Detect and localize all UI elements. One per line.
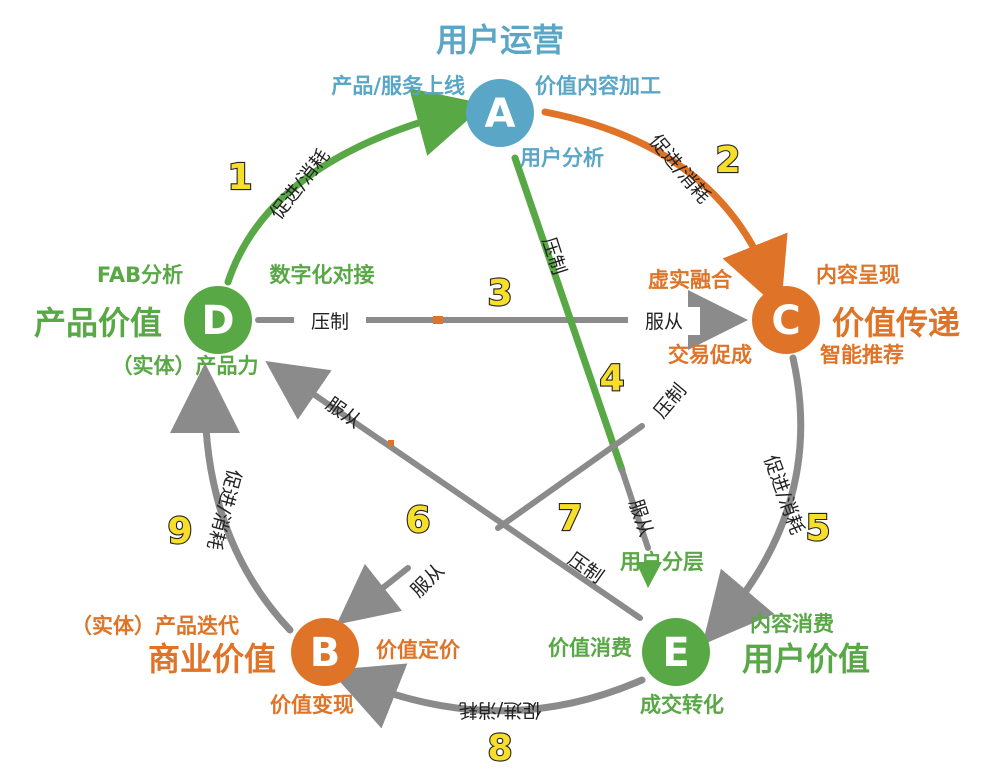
edge-3-label-suppress: 压制 [311,311,349,333]
node-c: C [752,286,820,354]
edge-number-8: 8 [487,728,512,769]
node-d-title: 产品价值 [34,304,162,342]
edge-number-3: 3 [487,273,512,314]
edge-3-label-bg [628,307,700,335]
node-d-tag-top-left: FAB分析 [97,263,183,287]
edge-4-label-suppress: 压制 [537,235,570,278]
node-d-letter: D [201,298,234,344]
edge-number-5: 5 [805,508,830,549]
node-c-title: 价值传递 [832,304,960,342]
edge-8-e-to-b [329,663,646,729]
node-a: A [466,79,534,147]
edge-2-a-to-c [541,108,788,311]
edge-4-a-to-e [511,154,626,474]
node-e-circle [642,618,710,686]
edge-1-d-to-a [224,88,486,286]
edge-9-label: 促进/消耗 [203,467,246,552]
edge-3-label-obey: 服从 [645,311,683,333]
node-e-tag-left: 价值消费 [548,636,632,660]
node-e-tag-bottom: 成交转化 [640,693,724,717]
node-e: E [642,618,710,686]
edge-1-label: 促进/消耗 [266,145,334,223]
edge-6-label-suppress: 压制 [650,380,691,423]
edge-7-e-to-d [265,361,643,621]
edge-8-label: 促进/消耗 [459,699,541,721]
node-e-tag-top-right: 内容消费 [750,612,834,636]
node-d-tag-bottom: （实体）产品力 [112,354,259,378]
node-b-circle [291,618,359,686]
node-d-circle [184,286,252,354]
edge-number-4: 4 [599,358,624,399]
edge-number-1: 1 [227,157,252,198]
node-d: D [184,286,252,354]
edge-6-c-to-b-lower [336,563,411,625]
node-c-tag-bottom-right: 智能推荐 [820,343,904,367]
node-b-title: 商业价值 [148,640,276,678]
node-a-tag-bottom: 用户分析 [520,146,604,170]
node-a-title: 用户运营 [436,21,564,59]
node-b-tag-right: 价值定价 [376,638,461,662]
node-a-tag-right: 价值内容加工 [535,74,661,98]
edge-number-9: 9 [167,511,192,552]
accent-mark [388,440,394,446]
edge-4-a-to-e-tail [619,467,651,551]
edge-number-6: 6 [405,500,430,541]
node-c-tag-bottom-left: 交易促成 [668,343,752,367]
node-c-circle [752,286,820,354]
edge-6-label-obey: 服从 [407,560,449,602]
node-a-tag-left: 产品/服务上线 [331,74,465,98]
node-e-letter: E [662,630,689,676]
node-a-letter: A [485,91,516,137]
node-b-tag-top: （实体）产品迭代 [71,614,239,638]
node-b-letter: B [310,630,341,676]
edge-3-label-bg [294,307,366,335]
node-b: B [291,618,359,686]
node-a-circle [466,79,534,147]
edge-number-7: 7 [557,498,582,539]
edge-9-b-to-d [170,363,294,634]
node-e-title: 用户价值 [742,640,870,678]
node-c-tag-top-right: 内容呈现 [816,263,900,287]
node-c-tag-top-left: 虚实融合 [648,268,733,292]
edge-5-c-to-e [702,354,805,645]
edge-4-arrowhead [636,562,662,588]
edge-number-2: 2 [715,140,740,181]
edge-4-label-obey: 服从 [624,497,657,540]
edge-2-label: 促进/消耗 [645,131,715,208]
accent-mark [433,316,443,324]
node-e-tag-top: 用户分层 [620,550,704,574]
node-c-letter: C [771,298,800,344]
edge-6-c-to-b-upper [495,423,645,531]
node-b-tag-bottom: 价值变现 [270,693,354,717]
node-d-tag-top-right: 数字化对接 [270,263,375,287]
